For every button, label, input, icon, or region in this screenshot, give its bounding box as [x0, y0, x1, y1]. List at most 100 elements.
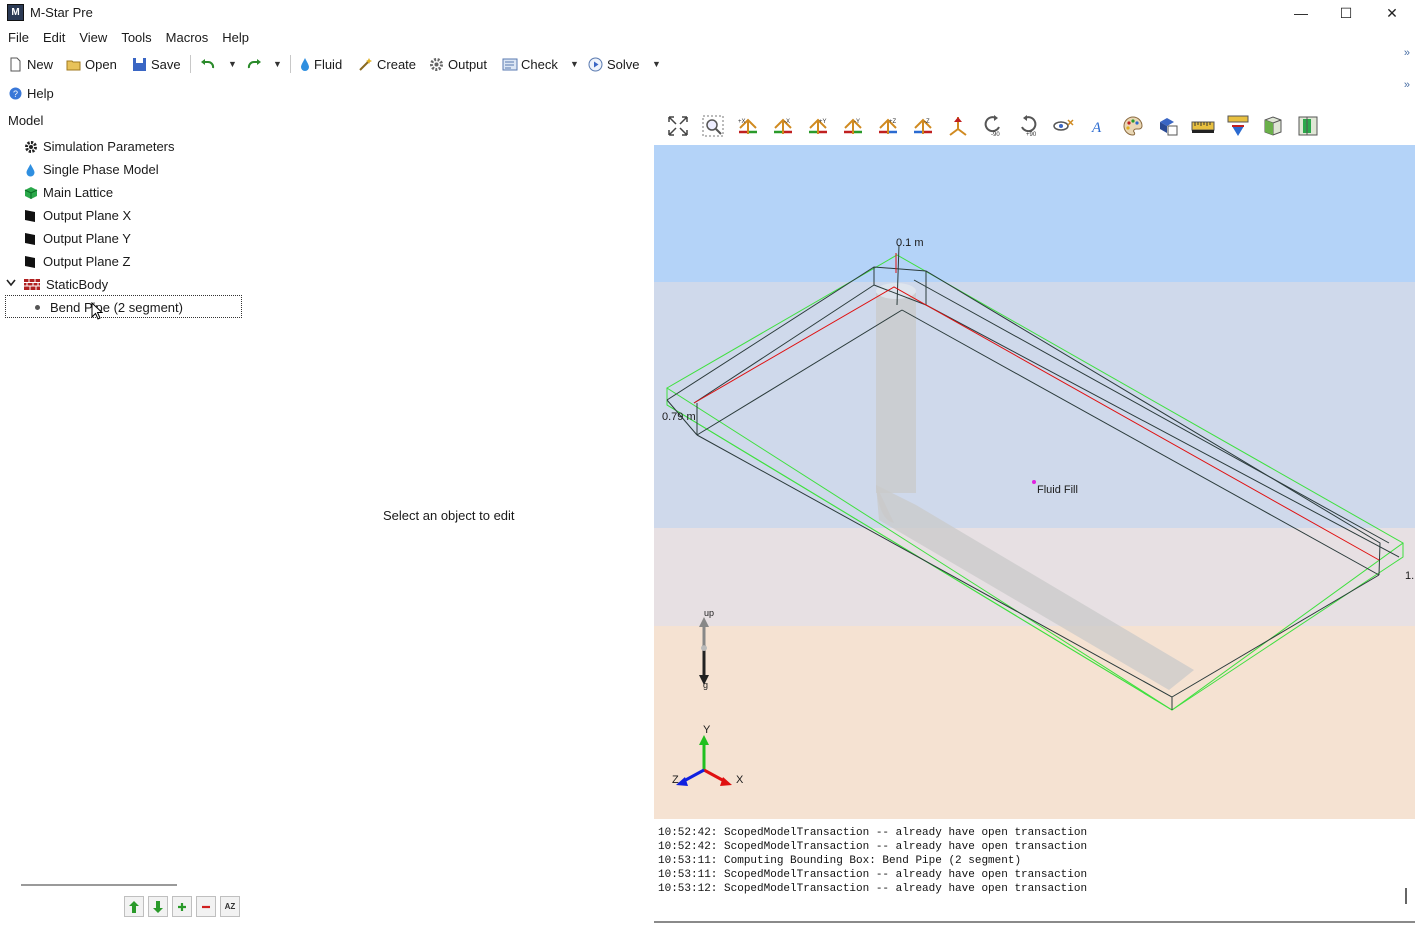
brick-wall-icon — [24, 278, 40, 291]
panel-overflow-icon[interactable]: » — [1403, 79, 1410, 91]
help-icon: ? — [9, 87, 22, 100]
visibility-button[interactable] — [1045, 112, 1080, 140]
editor-placeholder: Select an object to edit — [383, 508, 515, 523]
tree-item-output-plane-z[interactable]: Output Plane Z — [24, 251, 130, 271]
sort-button[interactable]: AZ — [220, 896, 240, 917]
menu-help[interactable]: Help — [222, 30, 250, 45]
maximize-button[interactable]: ☐ — [1339, 4, 1353, 21]
menu-macros[interactable]: Macros — [165, 30, 209, 45]
ruler-button[interactable] — [1185, 112, 1220, 140]
tree-item-output-plane-x[interactable]: Output Plane X — [24, 205, 131, 225]
svg-text:+Y: +Y — [819, 119, 827, 125]
3d-viewport[interactable]: 0.1 m 0.79 m 1. Fluid Fill up g Y X Z — [654, 145, 1415, 819]
output-button[interactable]: Output — [429, 54, 487, 74]
move-down-button[interactable] — [148, 896, 168, 917]
tree-item-main-lattice[interactable]: Main Lattice — [24, 182, 113, 202]
tree-item-single-phase-model[interactable]: Single Phase Model — [24, 159, 159, 179]
horizontal-scrollbar[interactable] — [21, 884, 177, 886]
log-console[interactable]: 10:52:42: ScopedModelTransaction -- alre… — [654, 822, 1415, 922]
menu-edit[interactable]: Edit — [42, 30, 66, 45]
solve-label: Solve — [607, 56, 640, 72]
fit-view-button[interactable] — [660, 112, 695, 140]
check-dropdown-icon[interactable]: ▼ — [570, 59, 579, 69]
highlight-edges — [693, 253, 1380, 561]
menu-tools[interactable]: Tools — [121, 30, 152, 45]
output-label: Output — [448, 56, 488, 72]
play-circle-icon — [588, 57, 603, 72]
sort-az-icon: AZ — [224, 901, 236, 911]
rotate-plus-90-button[interactable]: +90 — [1010, 112, 1045, 140]
text-label-icon: A — [1091, 120, 1102, 136]
new-button[interactable]: New — [8, 54, 53, 74]
gear-icon — [24, 140, 37, 153]
droplet-icon — [24, 163, 37, 176]
svg-text:+X: +X — [738, 119, 746, 125]
view-plus-z-button[interactable]: +Z — [870, 112, 905, 140]
dimension-label-top: 0.1 m — [896, 237, 924, 249]
zoom-box-button[interactable] — [695, 112, 730, 140]
move-up-button[interactable] — [124, 896, 144, 917]
redo-dropdown-icon[interactable]: ▼ — [273, 59, 282, 69]
view-minus-x-button[interactable]: -X — [765, 112, 800, 140]
tree-item-label: StaticBody — [46, 276, 109, 292]
gravity-up-label: up — [704, 608, 715, 618]
create-wand-icon — [358, 57, 373, 72]
add-button[interactable] — [172, 896, 192, 917]
view-minus-y-button[interactable]: -Y — [835, 112, 870, 140]
tree-item-staticbody[interactable]: StaticBody — [6, 274, 108, 294]
menu-view[interactable]: View — [79, 30, 108, 45]
check-button[interactable]: Check — [502, 54, 558, 74]
tree-item-output-plane-y[interactable]: Output Plane Y — [24, 228, 131, 248]
undo-button[interactable] — [200, 54, 215, 74]
chevron-down-icon[interactable] — [6, 279, 18, 290]
solve-dropdown-icon[interactable]: ▼ — [652, 59, 661, 69]
labels-button[interactable]: A — [1080, 112, 1115, 140]
create-button[interactable]: Create — [358, 54, 416, 74]
console-scrollbar[interactable] — [1405, 888, 1407, 904]
floor-band — [654, 626, 1415, 819]
rotate-minus-90-button[interactable]: -90 — [975, 112, 1010, 140]
axis-x-label: X — [736, 774, 744, 786]
app-logo-icon: M — [7, 4, 24, 21]
rotate-right-icon: +90 — [1020, 115, 1036, 138]
help-link[interactable]: ? Help — [9, 86, 54, 101]
tree-item-bend-pipe[interactable]: Bend Pipe (2 segment) — [35, 297, 183, 317]
gravity-g-label: g — [703, 680, 709, 690]
gravity-indicator — [699, 617, 709, 685]
undo-icon — [200, 57, 215, 72]
open-button[interactable]: Open — [66, 54, 117, 74]
view-minus-y-icon: -Y — [843, 118, 862, 134]
log-line: 10:52:42: ScopedModelTransaction -- alre… — [658, 827, 1088, 839]
menu-file[interactable]: File — [8, 30, 29, 45]
redo-button[interactable] — [246, 54, 261, 74]
close-button[interactable]: ✕ — [1386, 4, 1398, 21]
remove-button[interactable] — [196, 896, 216, 917]
fluid-fill-label: Fluid Fill — [1037, 484, 1078, 496]
view-minus-z-button[interactable]: -Z — [905, 112, 940, 140]
tree-item-simulation-parameters[interactable]: Simulation Parameters — [24, 136, 175, 156]
help-label: Help — [27, 86, 54, 101]
svg-text:-90: -90 — [991, 132, 1000, 138]
box-view-button[interactable] — [1255, 112, 1290, 140]
solve-button[interactable]: Solve — [588, 54, 640, 74]
cut-view-button[interactable] — [1290, 112, 1325, 140]
rotate-left-icon: -90 — [984, 115, 1000, 138]
fluid-label: Fluid — [314, 56, 343, 72]
check-label: Check — [521, 56, 558, 72]
render-mode-button[interactable] — [1150, 112, 1185, 140]
color-palette-button[interactable] — [1115, 112, 1150, 140]
menu-bar: File Edit View Tools Macros Help — [0, 28, 256, 48]
view-plus-x-button[interactable]: +X — [730, 112, 765, 140]
view-plus-y-button[interactable]: +Y — [800, 112, 835, 140]
box-view-icon — [1264, 116, 1281, 136]
toolbar-overflow-icon[interactable]: » — [1403, 47, 1410, 59]
minimize-button[interactable]: — — [1294, 5, 1308, 21]
fluid-button[interactable]: Fluid — [300, 54, 342, 74]
measure-button[interactable] — [1220, 112, 1255, 140]
title-bar: M M-Star Pre — ☐ ✕ — [0, 0, 1415, 26]
isometric-view-button[interactable] — [940, 112, 975, 140]
undo-dropdown-icon[interactable]: ▼ — [228, 59, 237, 69]
window-title: M-Star Pre — [30, 5, 93, 20]
tree-item-label: Simulation Parameters — [43, 138, 175, 154]
save-button[interactable]: Save — [132, 54, 181, 74]
